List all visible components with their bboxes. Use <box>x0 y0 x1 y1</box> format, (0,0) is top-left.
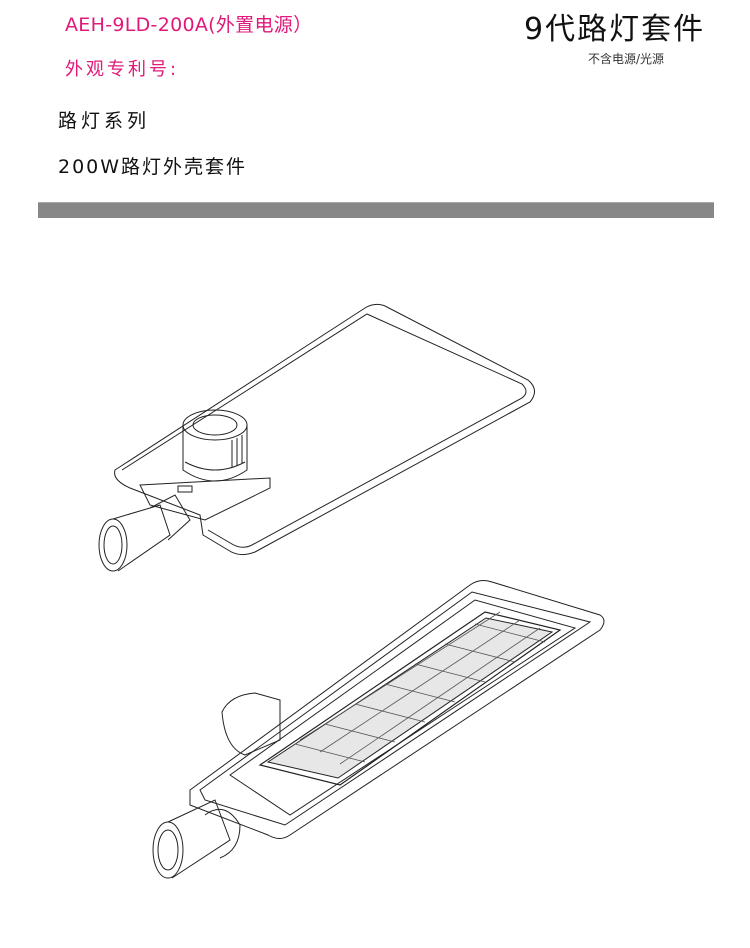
series-label: 路灯系列 <box>58 110 151 132</box>
lamp-bottom-view-drawing <box>152 580 605 879</box>
lamp-top-view-drawing <box>98 303 535 572</box>
subtitle: 不含电源/光源 <box>588 52 665 66</box>
page-title: 9代路灯套件 <box>524 12 706 47</box>
model-number: AEH-9LD-200A(外置电源） <box>65 14 313 36</box>
divider-bar <box>38 202 714 218</box>
patent-label: 外观专利号: <box>65 59 180 80</box>
product-name: 200W路灯外壳套件 <box>58 156 248 178</box>
